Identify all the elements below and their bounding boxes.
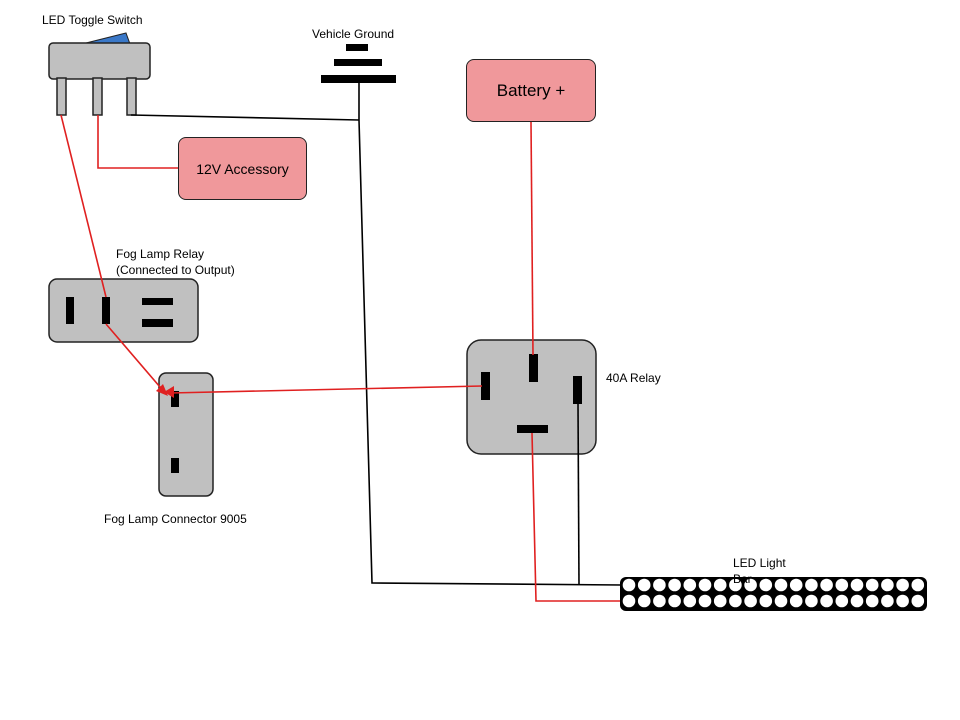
- led-light-bar: [620, 577, 927, 611]
- battery-label: Battery +: [496, 80, 566, 100]
- wire-switch-to-fog-relay: [60, 114, 107, 298]
- light-bar-leds: [622, 578, 925, 608]
- led-dot: [683, 594, 697, 608]
- light-bar-body: [620, 577, 927, 611]
- led-dot: [637, 594, 651, 608]
- led-dot: [865, 578, 879, 592]
- fog-connector-pin-bottom: [171, 458, 179, 473]
- led-dot: [805, 594, 818, 608]
- led-dot: [744, 578, 757, 592]
- led-dot: [653, 594, 666, 608]
- fog-connector-label: Fog Lamp Connector 9005: [104, 512, 247, 526]
- led-dot: [729, 594, 742, 608]
- switch-pin-left: [56, 77, 67, 116]
- led-dot: [713, 578, 727, 592]
- led-dot: [698, 578, 712, 592]
- switch-body: [48, 42, 151, 80]
- led-dot: [789, 594, 803, 608]
- led-dot: [805, 578, 818, 592]
- led-dot: [744, 594, 757, 608]
- fog-relay-pin-3: [142, 298, 173, 305]
- ground-symbol-icon: [321, 44, 396, 83]
- led-dot: [622, 594, 636, 608]
- fog-relay-pin-2: [102, 297, 110, 324]
- fog-relay-label-line2: (Connected to Output): [116, 263, 235, 277]
- wire-switch-to-accessory: [97, 115, 178, 169]
- relay-40a: [466, 339, 597, 455]
- led-dot: [637, 578, 651, 592]
- led-dot: [835, 578, 849, 592]
- led-dot: [911, 578, 925, 592]
- vehicle-ground-label: Vehicle Ground: [312, 27, 395, 41]
- fog-relay-pin-4: [142, 319, 173, 327]
- relay-40a-pin-right: [573, 376, 582, 404]
- led-dot: [850, 594, 864, 608]
- led-dot: [789, 578, 803, 592]
- led-dot: [713, 594, 727, 608]
- power-wires: [60, 114, 622, 602]
- arrowhead-icon: [164, 386, 174, 398]
- wire-switch-to-ground: [130, 114, 360, 121]
- led-dot: [668, 594, 681, 608]
- fog-lamp-connector: [158, 372, 214, 497]
- wire-relay-to-lightbar: [577, 403, 580, 586]
- accessory-label: 12V Accessory: [196, 160, 289, 177]
- led-dot: [896, 578, 909, 592]
- relay-40a-body: [466, 339, 597, 455]
- switch-pin-middle: [92, 77, 103, 116]
- led-dot: [729, 578, 742, 592]
- ground-bar-middle: [334, 59, 382, 66]
- led-dot: [911, 594, 925, 608]
- ground-bar-bottom: [321, 75, 396, 83]
- led-dot: [698, 594, 712, 608]
- led-dot: [622, 578, 636, 592]
- light-bar-label-line1: LED Light: [733, 556, 786, 570]
- toggle-switch-label: LED Toggle Switch: [42, 13, 143, 27]
- led-dot: [896, 594, 909, 608]
- wire-ground-trunk: [358, 83, 623, 586]
- led-dot: [653, 578, 666, 592]
- led-dot: [881, 594, 894, 608]
- fog-lamp-relay: [48, 278, 199, 343]
- switch-pin-right: [126, 77, 137, 116]
- led-dot: [865, 594, 879, 608]
- relay-40a-pin-top: [529, 354, 538, 382]
- relay-40a-pin-bottom: [517, 425, 548, 433]
- led-dot: [759, 578, 773, 592]
- wire-fog-relay-to-connector: [105, 323, 167, 395]
- led-dot: [850, 578, 864, 592]
- led-dot: [774, 578, 788, 592]
- fog-connector-pin-top: [171, 391, 179, 407]
- led-dot: [820, 594, 833, 608]
- light-bar-label-line2: Bar: [733, 572, 752, 586]
- accessory-box: 12V Accessory: [178, 137, 307, 200]
- led-dot: [683, 578, 697, 592]
- fog-relay-pin-1: [66, 297, 74, 324]
- ground-wires: [130, 83, 623, 586]
- led-dot: [881, 578, 894, 592]
- wire-relay-to-lightbar-power: [531, 432, 622, 602]
- arrowhead-icon: [156, 384, 168, 396]
- led-dot: [774, 594, 788, 608]
- led-dot: [668, 578, 681, 592]
- wire-battery-to-relay: [530, 121, 534, 356]
- relay-40a-label: 40A Relay: [606, 371, 661, 385]
- led-dot: [820, 578, 833, 592]
- led-dot: [759, 594, 773, 608]
- battery-box: Battery +: [466, 59, 596, 122]
- wire-connector-to-relay: [169, 385, 483, 394]
- relay-40a-pin-left: [481, 372, 490, 400]
- fog-relay-label-line1: Fog Lamp Relay: [116, 247, 205, 261]
- led-toggle-switch: [48, 32, 151, 116]
- led-dot: [835, 594, 849, 608]
- ground-bar-top: [346, 44, 368, 51]
